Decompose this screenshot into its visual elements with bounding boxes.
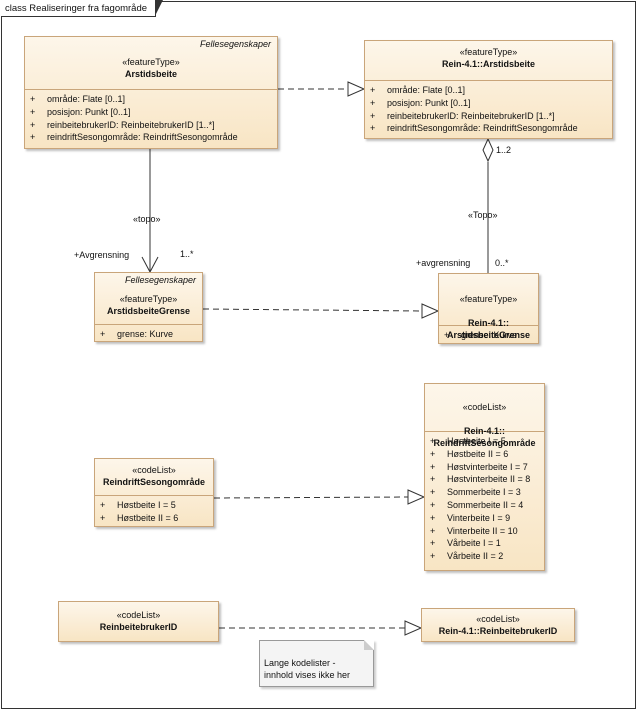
multiplicity-right-top: 1..2 — [496, 145, 512, 155]
package-label: Fellesegenskaper — [199, 39, 271, 49]
attribute: område: Flate [0..1] — [365, 84, 612, 97]
class-rein-arstidsbeitegrense[interactable]: «featureType» Rein-4.1:: ArstidsbeiteGre… — [438, 273, 539, 344]
class-reindriftsesongomrade[interactable]: «codeList» ReindriftSesongområde Høstbei… — [94, 458, 214, 527]
realization-arrowhead — [407, 489, 426, 505]
attribute: reindriftSesongområde: ReindriftSesongom… — [25, 131, 277, 144]
class-name: ReinbeitebrukerID — [99, 622, 178, 632]
stereotype-label: «codeList» — [116, 610, 161, 620]
code-value: Høstbeite II = 6 — [425, 448, 544, 461]
stereotype-label: «featureType» — [119, 294, 178, 304]
attribute: område: Flate [0..1] — [25, 93, 277, 106]
class-arstidsbeitegrense[interactable]: Fellesegenskaper «featureType» Arstidsbe… — [94, 272, 203, 342]
code-value: Høstvinterbeite I = 7 — [425, 461, 544, 474]
stereotype-label: «featureType» — [459, 294, 518, 304]
class-reinbeitebrukerid[interactable]: «codeList» ReinbeitebrukerID — [58, 601, 219, 642]
role-avgrensning-left: +Avgrensning — [74, 250, 130, 260]
multiplicity-right-bottom: 0..* — [495, 258, 509, 268]
class-name: Rein-4.1::ReinbeitebrukerID — [438, 626, 558, 636]
code-value: Vinterbeite I = 9 — [425, 512, 544, 525]
multiplicity-left: 1..* — [180, 249, 194, 259]
code-value: Sommerbeite II = 4 — [425, 499, 544, 512]
attribute: grense: Kurve — [95, 328, 202, 341]
stereotype-label: «codeList» — [476, 614, 520, 624]
stereotype-label: «codeList» — [132, 465, 176, 475]
attribute: reindriftSesongområde: ReindriftSesongom… — [365, 122, 612, 135]
package-label: Fellesegenskaper — [124, 275, 196, 285]
attribute: reinbeitebrukerID: ReinbeitebrukerID [1.… — [365, 110, 612, 123]
stereotype-label: «featureType» — [122, 57, 180, 67]
class-name: Arstidsbeite — [124, 69, 177, 79]
note: Lange kodelister - innhold vises ikke he… — [259, 640, 374, 687]
note-text: Lange kodelister - innhold vises ikke he… — [264, 658, 351, 680]
stereotype-label: «codeList» — [462, 402, 507, 412]
class-name: ReindriftSesongområde — [102, 477, 205, 487]
code-value: Høstbeite I = 5 — [95, 499, 213, 512]
class-name: Rein-4.1::Arstidsbeite — [441, 59, 536, 69]
class-rein-reinbeitebrukerid[interactable]: «codeList» Rein-4.1::ReinbeitebrukerID — [421, 608, 575, 642]
code-value: Vårbeite II = 2 — [425, 550, 544, 563]
class-rein-arstidsbeite[interactable]: «featureType» Rein-4.1::Arstidsbeite omr… — [364, 40, 613, 139]
code-value: Høstbeite I = 5 — [425, 435, 544, 448]
role-avgrensning-right: +avgrensning — [416, 258, 471, 268]
code-value: Høstvinterbeite II = 8 — [425, 473, 544, 486]
attribute: posisjon: Punkt [0..1] — [25, 106, 277, 119]
stereotype-topo-right: «Topo» — [468, 210, 498, 220]
class-arstidsbeite[interactable]: Fellesegenskaper «featureType» Arstidsbe… — [24, 36, 278, 149]
realization-edge — [202, 308, 423, 312]
attribute: reinbeitebrukerID: ReinbeitebrukerID [1.… — [25, 119, 277, 132]
diagram-title: class Realiseringer fra fagområde — [1, 0, 164, 17]
realization-arrowhead — [404, 620, 423, 636]
code-value: Vårbeite I = 1 — [425, 537, 544, 550]
realization-arrowhead — [421, 303, 440, 319]
realization-edge — [213, 496, 409, 499]
stereotype-topo-left: «topo» — [133, 214, 161, 224]
class-rein-reindriftsesongomrade[interactable]: «codeList» Rein-4.1:: ReindriftSesongomr… — [424, 383, 545, 571]
aggregation-diamond — [482, 137, 494, 163]
code-value: Vinterbeite II = 10 — [425, 525, 544, 538]
stereotype-label: «featureType» — [459, 47, 518, 57]
class-name: ArstidsbeiteGrense — [106, 306, 191, 316]
code-value: Høstbeite II = 6 — [95, 512, 213, 525]
attribute: posisjon: Punkt [0..1] — [365, 97, 612, 110]
code-value: Sommerbeite I = 3 — [425, 486, 544, 499]
attribute: grense: Kurve — [439, 329, 538, 342]
realization-arrowhead — [347, 81, 366, 97]
